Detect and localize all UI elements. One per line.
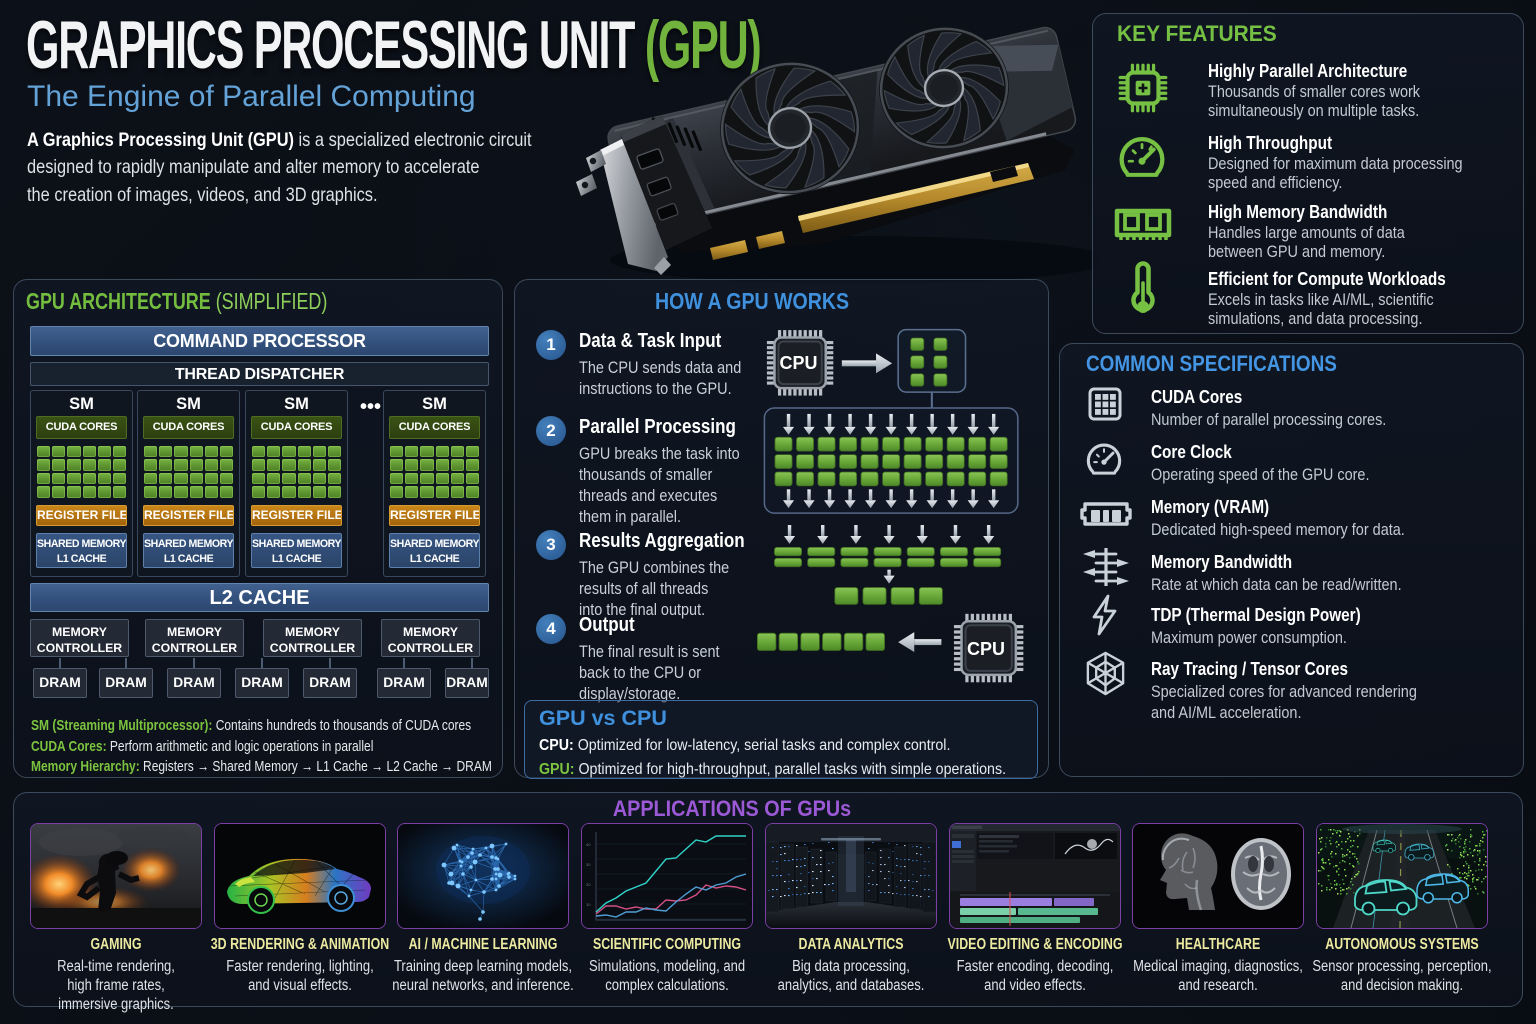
svg-text:30: 30 — [586, 862, 591, 867]
svg-text:40: 40 — [586, 842, 591, 847]
svg-text:20: 20 — [586, 882, 591, 887]
svg-text:10: 10 — [586, 902, 591, 907]
